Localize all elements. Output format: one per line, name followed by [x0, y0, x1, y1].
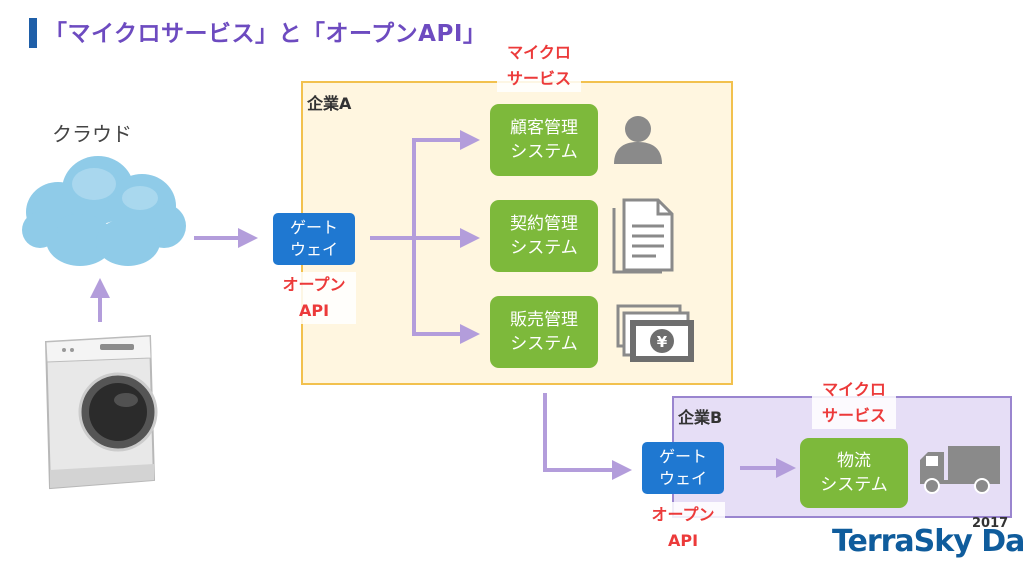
logo-year: 2017 — [972, 516, 1009, 531]
cloud-label: クラウド — [52, 122, 132, 146]
terrasky-day-logo: TerraSky Day — [832, 524, 1024, 559]
customer-management-system[interactable]: 顧客管理 システム — [490, 104, 598, 176]
open-api-label-b: オープン API — [641, 502, 725, 554]
company-b-label: 企業B — [678, 408, 723, 427]
gateway-b[interactable]: ゲート ウェイ — [642, 442, 724, 494]
page-title: 「マイクロサービス」と「オープンAPI」 — [44, 21, 487, 47]
company-a-to-gateway-b-arrow — [543, 393, 632, 480]
microservice-label-b: マイクロ サービス — [812, 377, 896, 429]
truck-icon — [920, 446, 1000, 494]
logo-text: TerraSky Day — [832, 524, 1024, 559]
sales-management-system[interactable]: 販売管理 システム — [490, 296, 598, 368]
microservice-label-a: マイクロ サービス — [497, 40, 581, 92]
logistics-system[interactable]: 物流 システム — [800, 438, 908, 508]
open-api-label-a: オープン API — [272, 272, 356, 324]
gateway-a[interactable]: ゲート ウェイ — [273, 213, 355, 265]
gateway-to-sales-arrow — [412, 238, 480, 344]
gateway-to-customer-arrow — [412, 130, 480, 238]
svg-text:¥: ¥ — [657, 333, 668, 351]
yen-banknote-icon: ¥ — [616, 304, 694, 362]
contract-management-system[interactable]: 契約管理 システム — [490, 200, 598, 272]
cloud-icon — [22, 156, 186, 266]
washing-machine-icon — [44, 334, 158, 490]
document-icon — [612, 198, 674, 274]
title-accent-bar — [29, 18, 37, 48]
company-a-label: 企業A — [307, 94, 352, 113]
person-icon — [614, 116, 662, 164]
